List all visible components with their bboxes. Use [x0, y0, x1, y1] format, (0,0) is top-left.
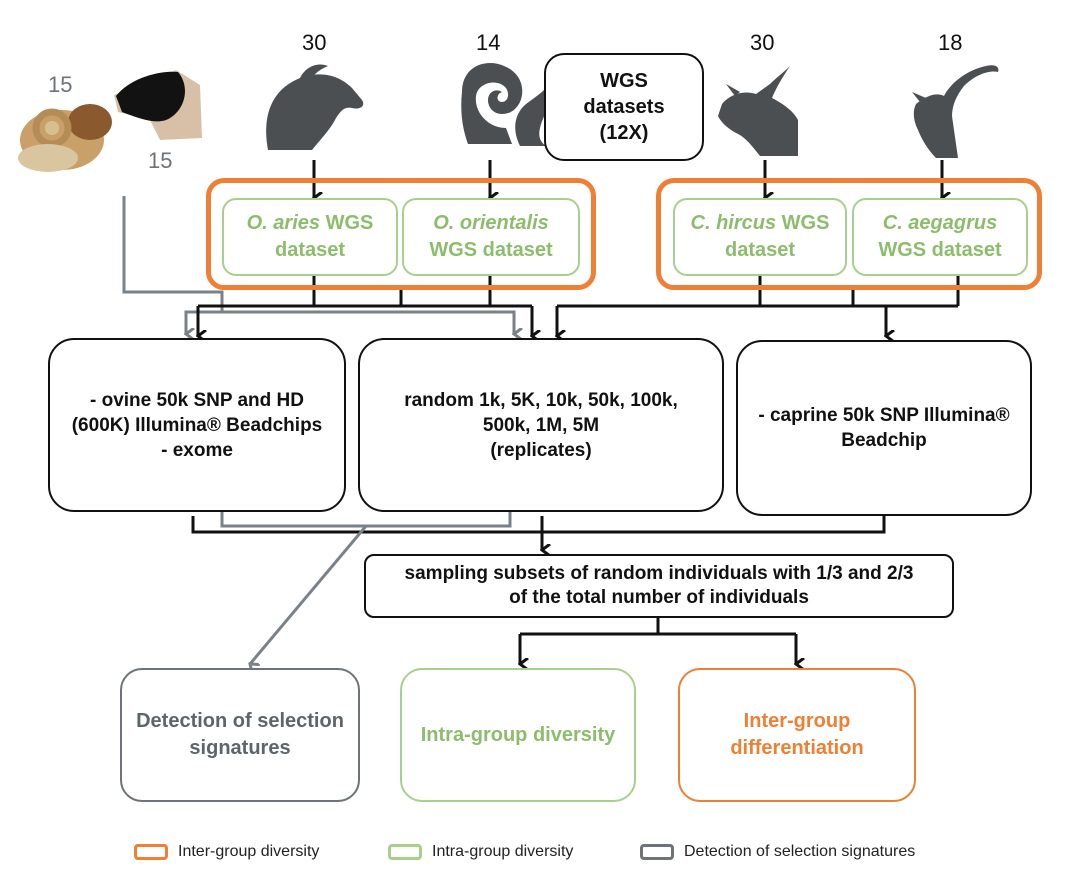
legend-selection-label: Detection of selection signatures	[684, 843, 916, 860]
c-aegagrus-dataset: C. aegagrus WGS dataset	[852, 198, 1028, 276]
selection-line-1: Detection of selection	[136, 710, 344, 732]
c-aegagrus-line2: WGS dataset	[878, 239, 1002, 261]
legend-inter-label: Inter-group diversity	[178, 843, 320, 860]
legend-intra-swatch	[388, 844, 422, 860]
o-orientalis-dataset: O. orientalis WGS dataset	[402, 198, 580, 276]
argali-silhouette-icon	[461, 63, 552, 146]
random-line-3: (replicates)	[490, 439, 592, 461]
c-hircus-line2: dataset	[724, 239, 796, 261]
legend-inter-swatch	[134, 844, 168, 860]
o-aries-dataset: O. aries WGS dataset	[222, 198, 398, 276]
intra-line-1: Intra-group diversity	[420, 723, 616, 746]
wgs-line-1: WGS	[600, 70, 648, 92]
wgs-line-3: (12X)	[599, 122, 649, 144]
c-hircus-wgs: WGS	[776, 212, 830, 234]
goat-inter-group-frame	[656, 178, 1042, 290]
c-aegagrus-species: C. aegagrus	[882, 212, 998, 234]
caprine-panel-box: - caprine 50k SNP Illumina® Beadchip	[736, 340, 1032, 516]
sampling-connectors	[520, 618, 796, 664]
o-orientalis-species: O. orientalis	[433, 212, 549, 234]
ovine-line-1: - ovine 50k SNP and HD	[90, 389, 304, 411]
ibex-silhouette-icon	[912, 65, 999, 158]
black-sheep-photo-icon	[114, 70, 202, 140]
random-line-1: random 1k, 5K, 10k, 50k, 100k,	[404, 389, 678, 411]
ovine-line-2: (600K) Illumina® Beadchips	[71, 414, 323, 436]
legend-selection-swatch	[640, 844, 674, 860]
goat-connectors	[557, 276, 960, 336]
intra-group-diversity-box: Intra-group diversity	[400, 668, 636, 802]
selection-connector-bottom	[220, 510, 512, 664]
goat-silhouette-icon	[718, 66, 798, 156]
black-sheep-count: 15	[148, 148, 173, 173]
mouflon-silhouette-icon	[266, 64, 364, 150]
c-hircus-species: C. hircus	[690, 212, 777, 234]
ram-photo-icon	[18, 104, 112, 172]
sampling-line-2: of the total number of individuals	[509, 587, 809, 608]
mouflon-count: 30	[302, 30, 327, 55]
argali-count: 14	[476, 30, 501, 55]
wgs-datasets-box: WGS datasets (12X)	[544, 53, 704, 161]
selection-line-2: signatures	[189, 737, 291, 759]
o-aries-line2: dataset	[274, 239, 346, 261]
inter-line-2: differentiation	[730, 737, 864, 759]
inter-group-differentiation-box: Inter-group differentiation	[678, 668, 916, 802]
o-orientalis-line2: WGS dataset	[429, 239, 553, 261]
wgs-line-2: datasets	[583, 96, 665, 118]
ibex-count: 18	[938, 30, 963, 55]
sampling-box: sampling subsets of random individuals w…	[364, 554, 954, 618]
o-aries-wgs: WGS	[320, 212, 374, 234]
sheep-connectors	[198, 276, 532, 336]
inter-line-1: Inter-group	[743, 710, 851, 732]
c-hircus-dataset: C. hircus WGS dataset	[673, 198, 847, 276]
caprine-line-2: Beadchip	[841, 430, 927, 451]
sampling-line-1: sampling subsets of random individuals w…	[404, 563, 914, 584]
panel-connectors	[191, 516, 886, 550]
random-line-2: 500k, 1M, 5M	[482, 414, 600, 436]
o-aries-species: O. aries	[246, 212, 321, 234]
legend-intra-label: Intra-group diversity	[432, 843, 574, 860]
caprine-line-1: - caprine 50k SNP Illumina®	[758, 405, 1010, 426]
sheep-inter-group-frame	[206, 178, 596, 290]
selection-signatures-box: Detection of selection signatures	[120, 668, 360, 802]
selection-connector-top	[122, 196, 514, 334]
ram-count: 15	[48, 72, 73, 97]
ovine-panel-box: - ovine 50k SNP and HD (600K) Illumina® …	[48, 338, 346, 512]
goat-count: 30	[750, 30, 775, 55]
ovine-line-3: - exome	[161, 439, 233, 461]
random-panel-box: random 1k, 5K, 10k, 50k, 100k, 500k, 1M,…	[358, 338, 724, 512]
